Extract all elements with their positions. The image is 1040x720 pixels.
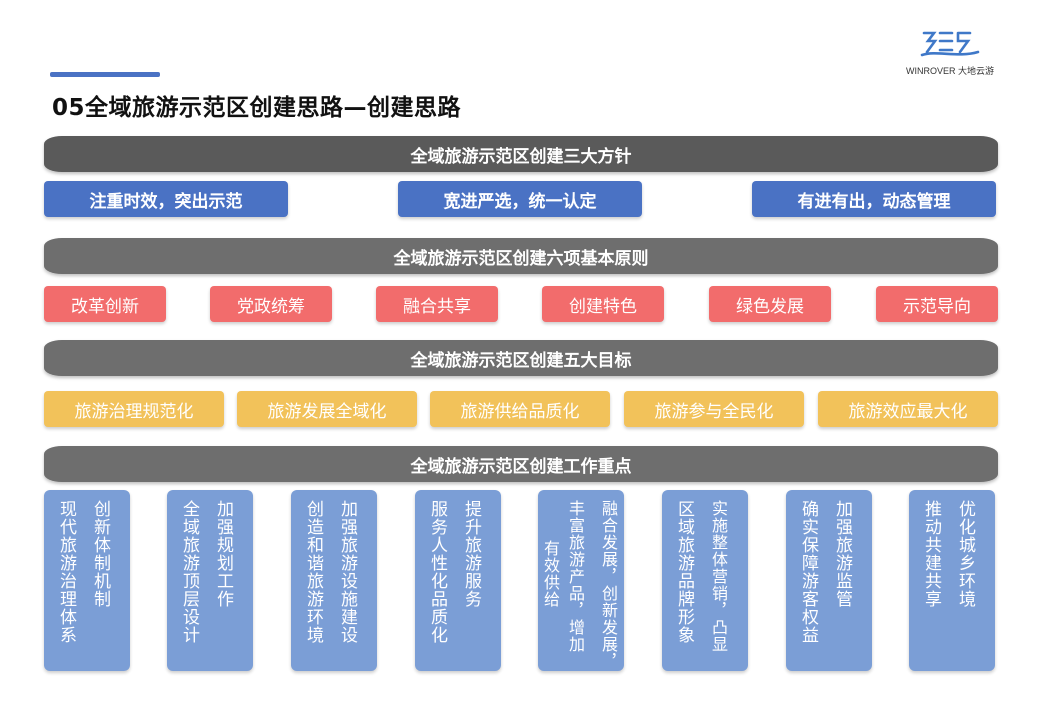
- principle-item-3: 融合共享: [376, 286, 498, 322]
- goal-item-3: 旅游供给品质化: [430, 391, 610, 427]
- task-card-text: 加强规划工作: [213, 500, 233, 608]
- task-card-3: 加强旅游设施建设 创造和谐旅游环境: [291, 490, 377, 671]
- task-card-text: 现代旅游治理体系: [56, 500, 76, 644]
- task-card-text: 丰富旅游产品，增加: [566, 500, 585, 653]
- task-card-text: 融合发展，创新发展，: [599, 500, 618, 670]
- task-card-text: 推动共建共享: [921, 500, 941, 608]
- task-card-text: 加强旅游设施建设: [337, 500, 357, 644]
- task-card-text: 确实保障游客权益: [798, 500, 818, 644]
- principles-heading: 全域旅游示范区创建六项基本原则: [44, 238, 998, 274]
- page-title: 05全域旅游示范区创建思路—创建思路: [52, 95, 462, 121]
- goal-item-5: 旅游效应最大化: [818, 391, 998, 427]
- goal-item-2: 旅游发展全域化: [237, 391, 417, 427]
- task-card-text: 区域旅游品牌形象: [674, 500, 694, 644]
- task-card-text: 全域旅游顶层设计: [179, 500, 199, 644]
- task-card-7: 加强旅游监管 确实保障游客权益: [786, 490, 872, 671]
- goals-heading: 全域旅游示范区创建五大目标: [44, 340, 998, 376]
- task-card-8: 优化城乡环境 推动共建共享: [909, 490, 995, 671]
- policy-item-2: 宽进严选，统一认定: [398, 181, 642, 217]
- title-accent-line: [50, 72, 160, 77]
- winrover-logo-icon: [920, 31, 980, 57]
- principle-item-1: 改革创新: [44, 286, 166, 322]
- logo: WINROVER 大地云游: [900, 26, 1000, 78]
- principle-item-2: 党政统筹: [210, 286, 332, 322]
- task-card-text: 提升旅游服务: [461, 500, 481, 608]
- task-card-text: 创新体制机制: [90, 500, 110, 608]
- policy-item-3: 有进有出，动态管理: [752, 181, 996, 217]
- goal-item-4: 旅游参与全民化: [624, 391, 804, 427]
- principle-item-5: 绿色发展: [709, 286, 831, 322]
- principle-item-4: 创建特色: [542, 286, 664, 322]
- task-card-5: 融合发展，创新发展， 丰富旅游产品，增加 有效供给: [538, 490, 624, 671]
- task-card-4: 提升旅游服务 服务人性化品质化: [415, 490, 501, 671]
- policy-item-1: 注重时效，突出示范: [44, 181, 288, 217]
- task-card-6: 实施整体营销，凸显 区域旅游品牌形象: [662, 490, 748, 671]
- task-card-2: 加强规划工作 全域旅游顶层设计: [167, 490, 253, 671]
- task-card-1: 创新体制机制 现代旅游治理体系: [44, 490, 130, 671]
- task-card-text: 加强旅游监管: [832, 500, 852, 608]
- principle-item-6: 示范导向: [876, 286, 998, 322]
- tasks-heading: 全域旅游示范区创建工作重点: [44, 446, 998, 482]
- task-card-text: 服务人性化品质化: [427, 500, 447, 644]
- logo-text: WINROVER 大地云游: [905, 66, 994, 76]
- task-card-text: 实施整体营销，凸显: [709, 500, 728, 653]
- task-card-text: 优化城乡环境: [955, 500, 975, 608]
- task-card-text: 有效供给: [541, 540, 560, 608]
- task-card-text: 创造和谐旅游环境: [303, 500, 323, 644]
- policies-heading: 全域旅游示范区创建三大方针: [44, 136, 998, 172]
- goal-item-1: 旅游治理规范化: [44, 391, 224, 427]
